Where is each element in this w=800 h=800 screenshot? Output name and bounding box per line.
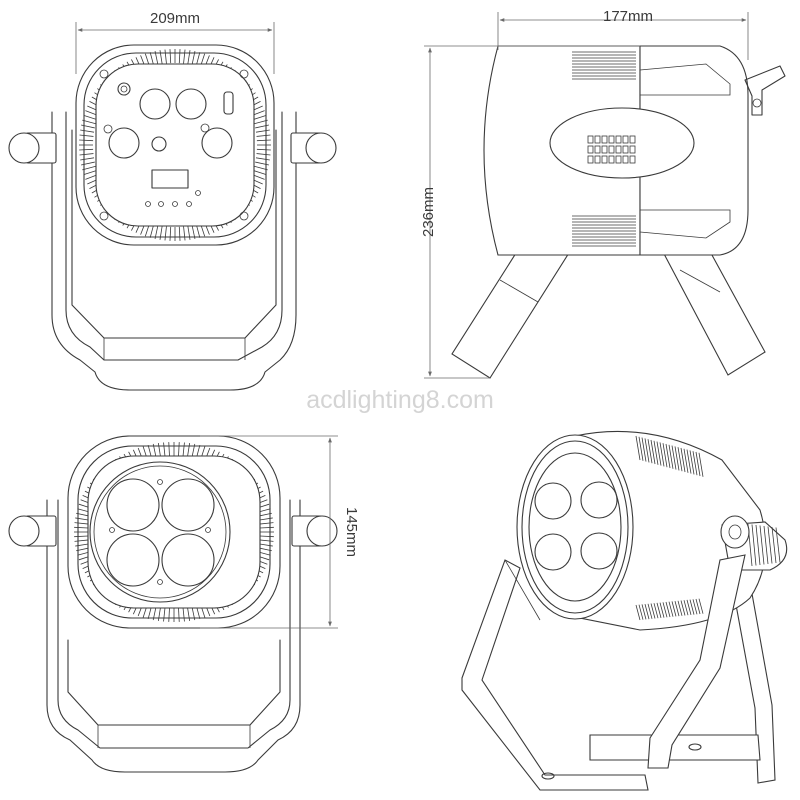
side-grill: [587, 135, 636, 164]
perspective-fins: [635, 435, 704, 621]
dimension-side-depth: 177mm: [497, 8, 749, 60]
dimension-front-width: 209mm: [75, 10, 275, 74]
side-view: 177mm 236mm: [420, 8, 786, 379]
led-lens-4: [161, 533, 215, 587]
rear-view: 209mm: [8, 10, 337, 391]
side-knob-right: [290, 132, 337, 164]
front-knob-left: [8, 515, 57, 547]
persp-led-lens-3: [534, 533, 572, 571]
power-out-connector: [201, 127, 233, 159]
side-fins-top: [572, 51, 636, 80]
front-view: 145mm: [8, 435, 360, 773]
dimension-side-height: 236mm: [420, 45, 640, 379]
lens-ring: [89, 461, 231, 603]
persp-led-lens-1: [534, 482, 572, 520]
power-in-connector: [108, 127, 140, 159]
persp-led-lens-2: [580, 481, 618, 519]
persp-led-lens-4: [580, 532, 618, 570]
side-knob-left: [8, 132, 57, 164]
dmx-in-connector: [139, 88, 171, 120]
led-lens-1: [106, 478, 160, 532]
display-screen: [151, 169, 189, 189]
dimension-lens-height-label: 145mm: [343, 507, 360, 557]
led-lens-3: [106, 533, 160, 587]
watermark-text: acdlighting8.com: [306, 386, 494, 414]
dimension-front-width-label: 209mm: [150, 10, 200, 27]
dimension-side-height-label: 236mm: [420, 187, 437, 237]
perspective-view: [461, 430, 788, 791]
led-lens-2: [161, 478, 215, 532]
side-fins-bottom: [572, 215, 636, 247]
dmx-out-connector: [175, 88, 207, 120]
dimension-side-depth-label: 177mm: [603, 8, 653, 25]
dimension-lens-height: 145mm: [200, 435, 360, 629]
